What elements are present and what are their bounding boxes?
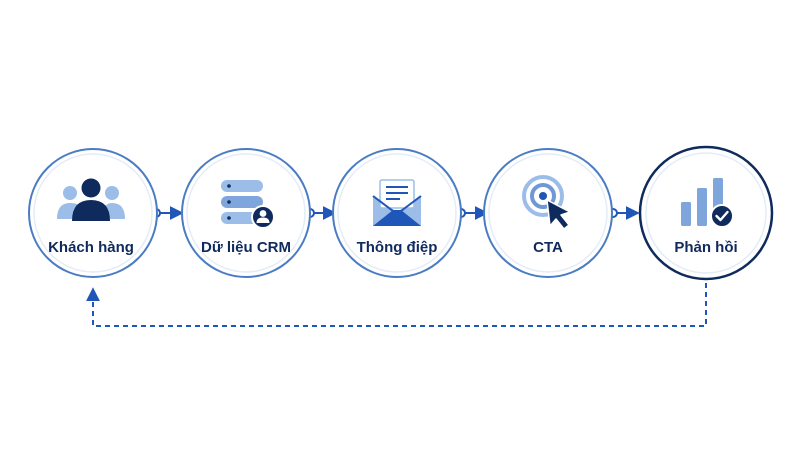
feedback-dashed-path (86, 283, 707, 327)
node-phan-hoi[interactable]: Phản hồi (638, 145, 774, 281)
node-label: Phản hồi (674, 239, 737, 256)
node-khach-hang[interactable]: Khách hàng (28, 148, 158, 278)
edge-feedback-loop (86, 283, 707, 327)
database-user-icon (221, 180, 275, 229)
node-cta[interactable]: CTA (483, 148, 613, 278)
node-inner-ring (645, 152, 767, 274)
envelope-letter-icon (372, 179, 422, 226)
node-inner-ring (33, 153, 153, 273)
node-inner-ring (488, 153, 608, 273)
node-thong-diep[interactable]: Thông điệp (332, 148, 462, 278)
target-cursor-icon (522, 175, 571, 230)
node-label: Thông điệp (357, 239, 438, 256)
users-group-icon (57, 178, 125, 221)
node-du-lieu-crm[interactable]: Dữ liệu CRM (181, 148, 311, 278)
node-label: Dữ liệu CRM (201, 239, 291, 256)
node-label: CTA (533, 239, 563, 256)
edge-cta-to-phan-hoi (608, 206, 640, 220)
node-inner-ring (186, 153, 306, 273)
node-inner-ring (337, 153, 457, 273)
bar-chart-check-icon (681, 178, 734, 228)
node-label: Khách hàng (48, 239, 134, 256)
